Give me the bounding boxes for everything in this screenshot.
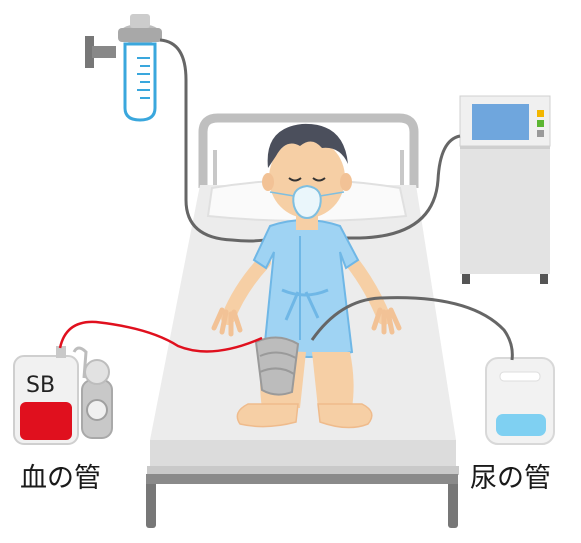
- patient-monitor-icon: [460, 96, 550, 284]
- drainage-bag-label: SB: [26, 373, 55, 398]
- knee-bandage: [256, 337, 298, 394]
- oxygen-mask-icon: [293, 186, 321, 218]
- urine-tube-caption: 尿の管: [470, 456, 551, 495]
- monitor-screen: [472, 104, 529, 140]
- drainage-bag-blood-fill: [20, 402, 72, 440]
- oxygen-humidifier-icon: [85, 14, 162, 120]
- patient-gown: [254, 220, 358, 357]
- urine-bag-icon: [486, 358, 554, 444]
- urine-bag-fill: [496, 414, 546, 436]
- blood-tube-caption: 血の管: [20, 456, 101, 495]
